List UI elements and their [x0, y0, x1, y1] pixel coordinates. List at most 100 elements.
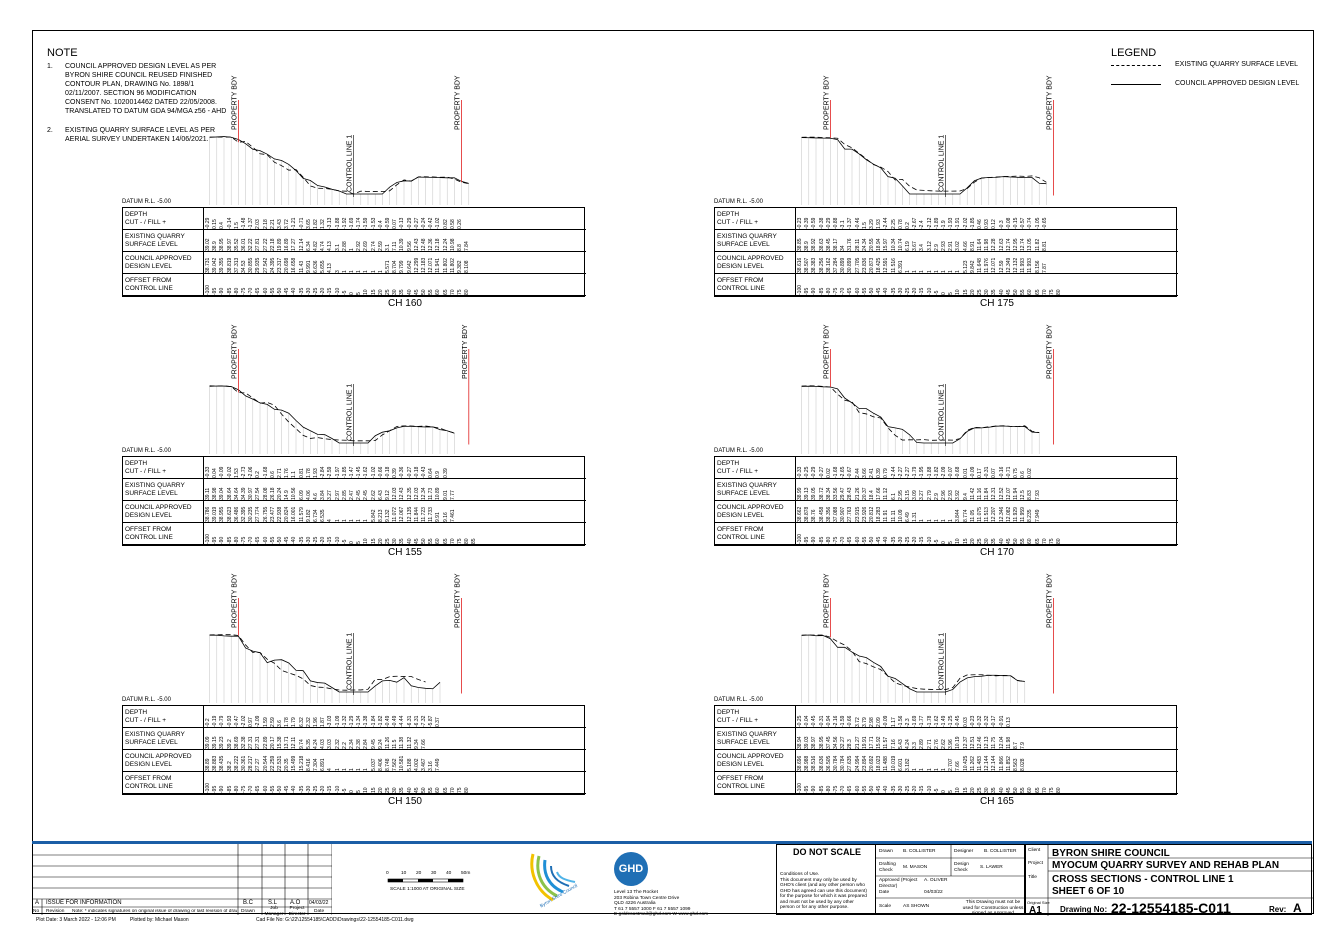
table-cell: 70 — [1041, 538, 1048, 544]
table-cell — [457, 707, 463, 727]
table-cell: -50 — [869, 287, 875, 295]
table-cell: 35 — [399, 289, 406, 295]
table-cell: 7.9 — [1020, 742, 1027, 749]
table-cell: 1.93 — [876, 219, 883, 229]
table-cell: 20 — [969, 538, 976, 544]
table-cell — [1020, 707, 1026, 727]
label-divider — [123, 208, 204, 296]
table-cell: 7.93 — [1034, 490, 1041, 500]
table-cell: 4.74 — [320, 241, 327, 251]
table-cell: 0.46 — [977, 219, 983, 229]
table-cell: 45 — [1005, 289, 1012, 295]
table-cell: 7.66 — [955, 761, 962, 771]
table-cell: 23.894 — [861, 755, 868, 771]
table-cell: 12.071 — [991, 257, 998, 273]
table-cell: 38.17 — [833, 238, 839, 251]
table-cell: 6.891 — [320, 758, 327, 771]
table-cell: 2.21 — [269, 219, 276, 229]
table-cell: -35 — [298, 785, 305, 793]
table-cell: -25 — [313, 287, 319, 295]
table-cell: -65 — [847, 536, 854, 544]
datum-label: DATUM R.L. -5.00 — [122, 697, 171, 703]
table-cell: 28.11 — [854, 238, 861, 251]
table-cell: 3.16 — [428, 761, 435, 771]
datum-label: DATUM R.L. -5.00 — [714, 448, 763, 454]
table-cell: -0.71 — [1005, 466, 1012, 478]
table-cell: -75 — [833, 536, 839, 544]
table-cell: 3.1 — [385, 244, 391, 251]
table-cell: 12.31 — [991, 487, 998, 500]
table-cell: 2.41 — [869, 468, 875, 478]
label-divider — [715, 208, 796, 296]
table-cell: -0.31 — [818, 715, 825, 727]
table-cell: 1 — [933, 519, 940, 522]
table-cell: 2.74 — [370, 241, 377, 251]
table-cell: -5 — [933, 788, 940, 793]
property-bdy-label: PROPERTY BDY — [231, 573, 238, 628]
table-cell: 34.64 — [233, 487, 240, 500]
table-cell: 1.32 — [320, 219, 327, 229]
table-cell: 8.156 — [1034, 260, 1041, 273]
table-cell: 1.78 — [284, 717, 291, 727]
table-cell: -5 — [341, 788, 348, 793]
table-cell: 2.85 — [341, 490, 348, 500]
table-cell: 12.067 — [399, 506, 406, 522]
table-cell: 2.34 — [349, 739, 355, 749]
table-cell: 28.217 — [248, 755, 255, 771]
label-divider — [123, 457, 204, 545]
table-cell: 2.2 — [341, 742, 348, 749]
table-cell: 11.26 — [385, 736, 391, 749]
table-cell: 1 — [363, 768, 370, 771]
table-cell: -0.49 — [385, 715, 391, 727]
table-cell: -0.19 — [212, 715, 219, 727]
table-cell: 45 — [413, 787, 420, 793]
table-cell: -90 — [811, 536, 818, 544]
table-cell — [1027, 707, 1033, 727]
table-cell: 8.8 — [457, 244, 463, 251]
table-cell: 11.98 — [1005, 736, 1012, 749]
table-cell: -90 — [811, 287, 818, 295]
design-level-line — [801, 634, 1025, 693]
table-cell: 6.535 — [320, 509, 327, 522]
table-cell: -1.92 — [341, 217, 348, 229]
table-cell: 37.088 — [833, 506, 839, 522]
table-cell: 20 — [377, 289, 384, 295]
table-cell: -0.07 — [948, 466, 955, 478]
table-cell: -2.27 — [897, 466, 904, 478]
table-cell: 0.79 — [883, 468, 890, 478]
table-cell: 10.09 — [897, 509, 904, 522]
table-cell: -2.16 — [833, 715, 839, 727]
table-cell: -0.29 — [406, 217, 413, 229]
table-cell: 11.929 — [1013, 507, 1019, 522]
table-cell: 2.98 — [869, 717, 875, 727]
table-cell: 11.05 — [969, 509, 976, 522]
table-cell: 38.516 — [811, 755, 818, 771]
table-cell: 11.262 — [969, 756, 976, 771]
table-cell: 4.6 — [313, 493, 319, 500]
table-cell: 38.988 — [804, 755, 811, 771]
table-cell: 11.802 — [449, 258, 456, 273]
table-cell: -80 — [825, 287, 832, 295]
table-cell: 3.1 — [334, 244, 341, 251]
note-number: 2. — [47, 127, 53, 134]
table-cell: 3.6 — [277, 720, 283, 727]
table-cell: 11.852 — [1005, 756, 1012, 771]
table-cell: 0.58 — [449, 219, 456, 229]
table-cell: 22.89 — [262, 736, 269, 749]
project-grid — [1026, 845, 1313, 916]
table-cell: 38.98 — [212, 487, 219, 500]
table-cell: 30.899 — [847, 257, 854, 273]
table-cell: -95 — [804, 287, 811, 295]
table-cell: 50 — [421, 787, 427, 793]
table-cell: -0.66 — [847, 715, 854, 727]
existing-surface-line — [209, 385, 455, 442]
table-cell: 11.94 — [1013, 487, 1019, 500]
table-cell: 55 — [1020, 787, 1027, 793]
table-cell: 27.635 — [847, 755, 854, 771]
